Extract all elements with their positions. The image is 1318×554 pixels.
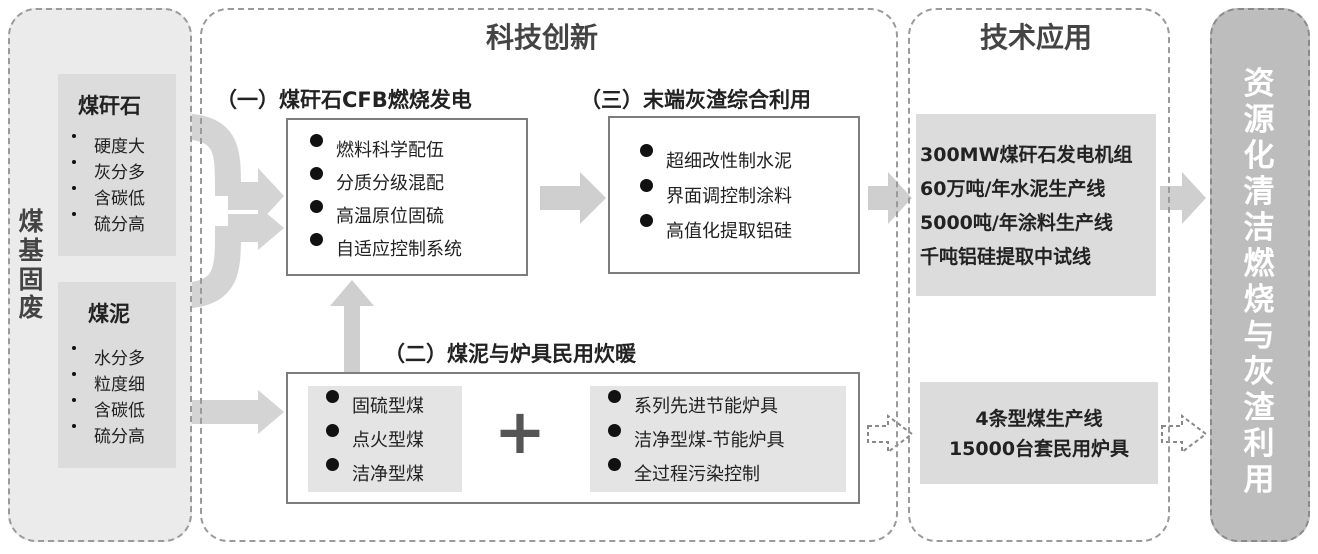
section2-title: （二）煤泥与炉具民用炊暖 [384,342,636,366]
application-title: 技术应用 [980,21,1093,54]
slime-property: 硫分高 [62,424,145,450]
innovation-title: 科技创新 [486,21,599,54]
application-upper-box: 300MW煤矸石发电机组 60万吨/年水泥生产线 5000吨/年涂料生产线 千吨… [916,114,1156,296]
briquette-type: 固硫型煤 [320,390,424,424]
briquette-type: 点火型煤 [320,424,424,458]
slime-property: 粒度细 [62,372,145,398]
slime-properties: 水分多 粒度细 含碳低 硫分高 [62,346,145,450]
slime-box: 煤泥 水分多 粒度细 含碳低 硫分高 [58,282,176,468]
section3-item: 超细改性制水泥 [634,144,792,179]
application-lower-box: 4条型煤生产线 15000台套民用炉具 [920,382,1158,484]
gangue-property: 含碳低 [62,186,145,212]
section3-list: 超细改性制水泥 界面调控制涂料 高值化提取铝硅 [634,144,792,249]
application-upper-item: 60万吨/年水泥生产线 [920,178,1106,200]
result-panel [1210,8,1310,542]
section2-to-section1-arrow [330,280,374,384]
slime-title: 煤泥 [88,302,130,326]
merge-arrow [228,168,284,224]
section3-box: 超细改性制水泥 界面调控制涂料 高值化提取铝硅 [608,116,860,274]
gangue-property: 硫分高 [62,212,145,238]
briquette-type: 洁净型煤 [320,458,424,492]
application-to-result-dashed-arrow [1161,414,1208,454]
section1-item: 分质分级混配 [304,167,462,200]
section1-item: 燃料科学配伍 [304,134,462,167]
result-title: 资源化清洁燃烧与灰渣利用 [1243,66,1275,498]
section1-box: 燃料科学配伍 分质分级混配 高温原位固硫 自适应控制系统 [286,118,528,276]
section1-to-section3-arrow [540,172,606,224]
stove-item: 洁净型煤-节能炉具 [602,424,785,458]
plus-sign: + [494,395,546,468]
slime-property: 水分多 [62,346,145,372]
briquette-types-list: 固硫型煤 点火型煤 洁净型煤 [320,390,424,492]
stove-box: 系列先进节能炉具 洁净型煤-节能炉具 全过程污染控制 [590,386,846,492]
section1-item: 高温原位固硫 [304,200,462,233]
gangue-box: 煤矸石 硬度大 灰分多 含碳低 硫分高 [58,74,176,256]
stove-item: 系列先进节能炉具 [602,390,785,424]
gangue-properties: 硬度大 灰分多 含碳低 硫分高 [62,134,145,238]
gangue-property: 灰分多 [62,160,145,186]
application-lower-item: 4条型煤生产线 [975,408,1103,430]
slime-property: 含碳低 [62,398,145,424]
application-to-result-arrow [1160,172,1206,224]
application-upper-item: 5000吨/年涂料生产线 [920,212,1113,234]
gangue-property: 硬度大 [62,134,145,160]
application-upper-item: 千吨铝硅提取中试线 [920,246,1092,268]
section2-box: 固硫型煤 点火型煤 洁净型煤 + 系列先进节能炉具 洁净型煤-节能炉具 全过程污… [286,372,860,504]
application-lower-list: 4条型煤生产线 15000台套民用炉具 [920,404,1158,464]
innovation-panel [200,8,898,542]
application-panel [908,8,1170,542]
briquette-types-box: 固硫型煤 点火型煤 洁净型煤 [308,386,462,492]
stove-list: 系列先进节能炉具 洁净型煤-节能炉具 全过程污染控制 [602,390,785,492]
section1-title: （一）煤矸石CFB燃烧发电 [216,88,472,112]
slime-to-section2-arrow [176,390,284,434]
section1-item: 自适应控制系统 [304,233,462,266]
section1-list: 燃料科学配伍 分质分级混配 高温原位固硫 自适应控制系统 [304,134,462,266]
coal-waste-title: 煤基固废 [18,207,44,323]
section3-to-application-arrow [868,172,912,224]
merge-arrow-2 [228,206,284,250]
section3-title: （三）末端灰渣综合利用 [580,88,811,112]
application-upper-list: 300MW煤矸石发电机组 60万吨/年水泥生产线 5000吨/年涂料生产线 千吨… [920,138,1133,274]
gangue-title: 煤矸石 [78,94,141,118]
application-lower-item: 15000台套民用炉具 [948,438,1130,460]
section3-item: 高值化提取铝硅 [634,214,792,249]
section2-to-application-dashed-arrow [867,414,914,454]
stove-item: 全过程污染控制 [602,458,785,492]
application-upper-item: 300MW煤矸石发电机组 [920,144,1133,166]
section3-item: 界面调控制涂料 [634,179,792,214]
